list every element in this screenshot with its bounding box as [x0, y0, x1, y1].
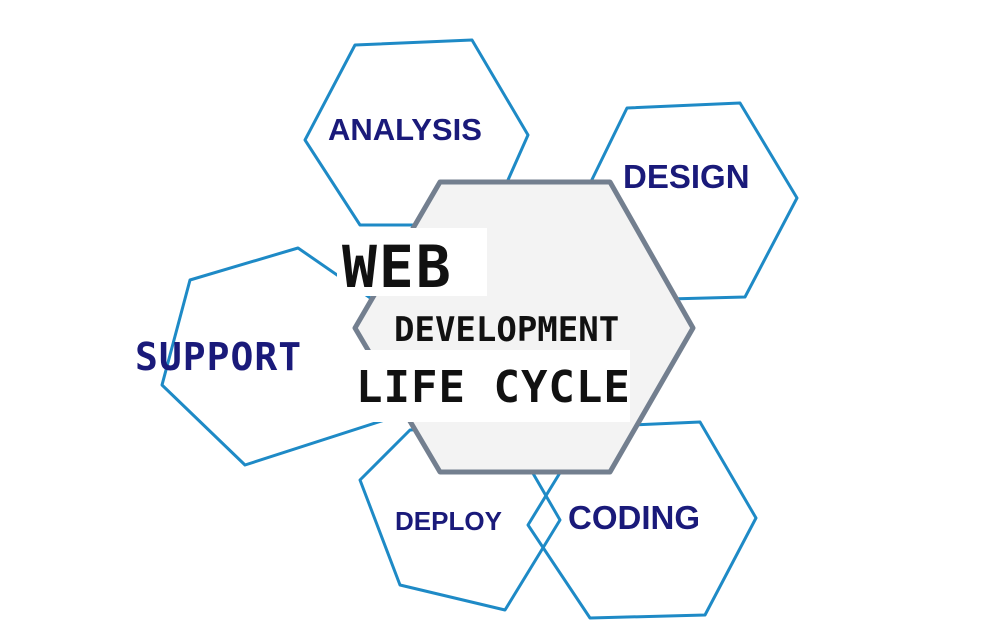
- center-title-development: DEVELOPMENT: [394, 310, 620, 350]
- stage-label-deploy: DEPLOY: [395, 506, 502, 536]
- coding-hexagon: [526, 420, 758, 620]
- stage-label-analysis: ANALYSIS: [328, 112, 482, 147]
- stage-label-design: DESIGN: [623, 158, 750, 195]
- title-line3-bg: [348, 350, 630, 422]
- center-title-lifecycle: LIFE CYCLE: [356, 362, 631, 413]
- stage-label-support: SUPPORT: [135, 335, 303, 379]
- stage-label-coding: CODING: [568, 499, 700, 536]
- title-line1-bg: [337, 228, 487, 296]
- center-title-web: WEB: [342, 233, 453, 301]
